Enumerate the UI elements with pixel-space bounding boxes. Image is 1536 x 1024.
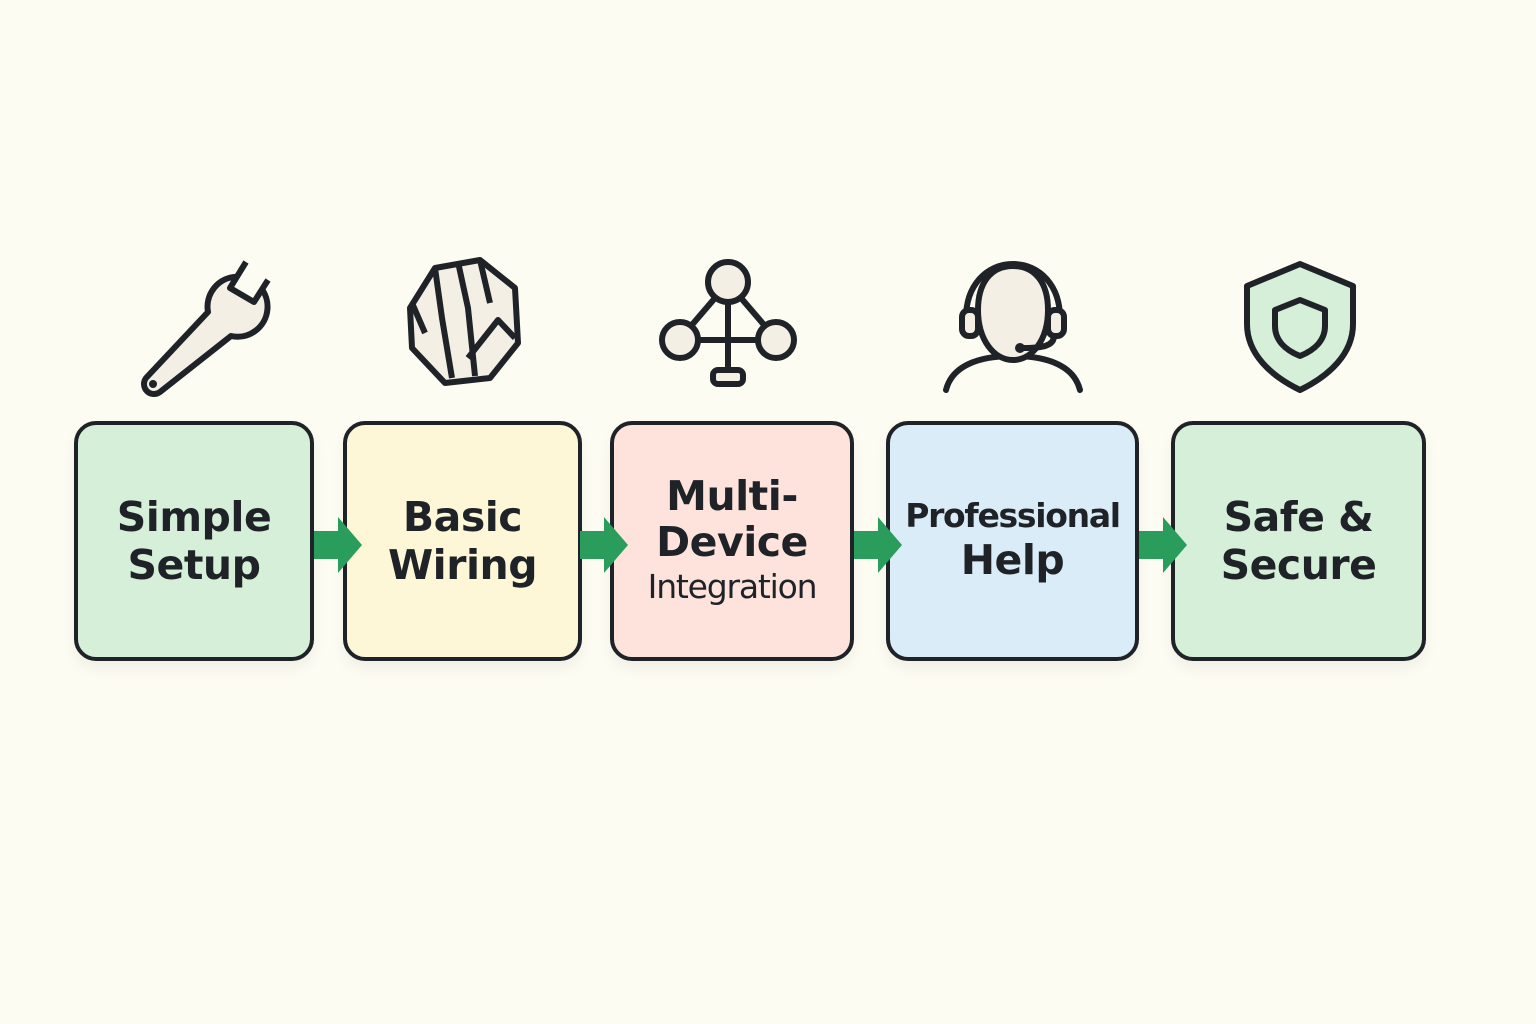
- step-label: Integration: [647, 567, 818, 607]
- right-arrow: [854, 517, 902, 573]
- step-simple-setup: Simple Setup: [74, 421, 314, 661]
- step-label: Help: [960, 536, 1065, 585]
- step-basic-wiring: Basic Wiring: [343, 421, 582, 661]
- step-label: Basic: [402, 492, 523, 541]
- right-arrow: [1139, 517, 1187, 573]
- right-arrow: [580, 517, 628, 573]
- right-arrow: [314, 517, 362, 573]
- step-label: Safe &: [1223, 492, 1374, 541]
- step-label: Setup: [127, 541, 261, 589]
- step-label: Device: [656, 518, 808, 567]
- wrench-icon: [128, 252, 278, 402]
- step-label: Simple: [116, 492, 272, 541]
- step-label: Professional: [905, 496, 1121, 536]
- step-label: Multi-: [666, 472, 798, 521]
- step-label: Wiring: [387, 541, 538, 589]
- step-label: Secure: [1220, 541, 1377, 589]
- network-nodes-icon: [653, 252, 803, 402]
- headset-support-icon: [938, 248, 1088, 398]
- step-safe-secure: Safe & Secure: [1171, 421, 1426, 661]
- step-multi-device-integration: Multi- Device Integration: [610, 421, 854, 661]
- shield-icon: [1225, 252, 1375, 402]
- step-professional-help: Professional Help: [886, 421, 1139, 661]
- cable-plug-icon: [390, 248, 540, 398]
